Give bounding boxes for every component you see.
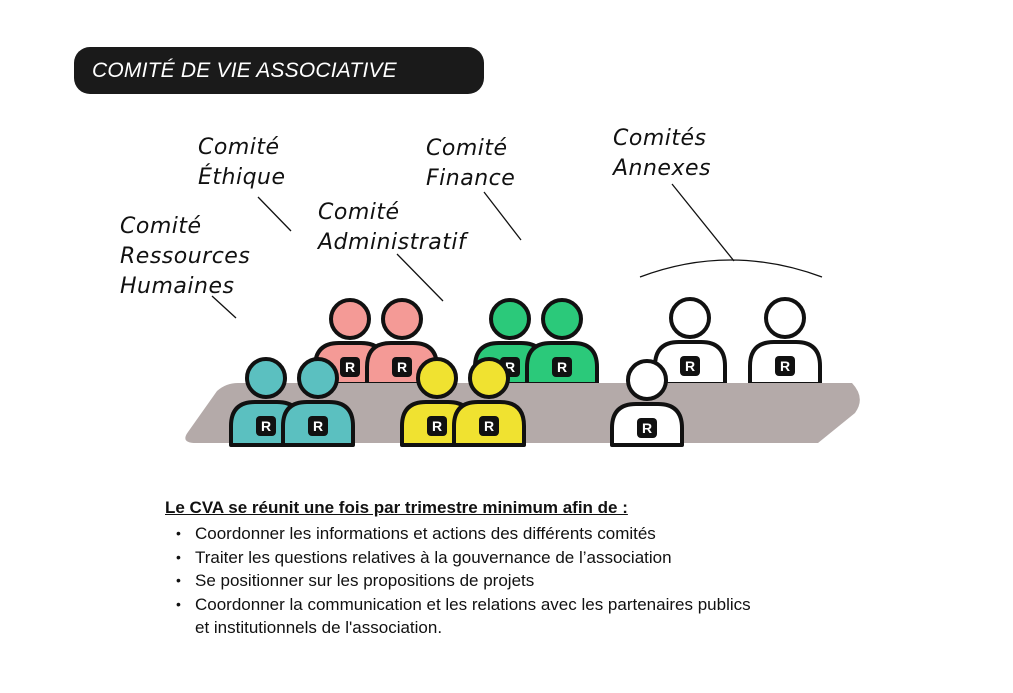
r-badge-letter: R [345,359,355,375]
annexes-bracket-arc [639,259,823,278]
person-head [764,297,806,339]
r-badge-icon [340,357,360,377]
label-line: Annexes [613,156,711,181]
r-badge-letter: R [261,418,271,434]
person-annexes: R [653,297,727,386]
person-head [468,357,510,399]
info-item-text: Se positionner sur les propositions de p… [195,571,535,590]
r-badge-letter: R [484,418,494,434]
r-badge-letter: R [505,359,515,375]
info-heading: Le CVA se réunit une fois par trimestre … [165,498,628,517]
label-line: Humaines [120,274,235,299]
person-ressources-humaines: R [281,357,355,447]
r-badge-letter: R [313,418,323,434]
label-line: Éthique [198,165,286,190]
info-item-text: Coordonner la communication et les relat… [195,594,751,614]
label-ethique: Comité Éthique [198,133,286,193]
info-item-text: et institutionnels de l'association. [195,618,443,637]
r-badge-icon [637,418,657,438]
r-badge-letter: R [642,420,652,436]
label-ressources-humaines: Comité Ressources Humaines [120,212,250,302]
person-head [329,298,371,340]
r-badge-icon [775,356,795,376]
label-annexes: Comités Annexes [613,124,711,184]
r-badge-icon [256,416,276,436]
person-head [416,357,458,399]
person-head [489,298,531,340]
r-badge-letter: R [780,358,790,374]
r-badge-icon [552,357,572,377]
info-block: Le CVA se réunit une fois par trimestre … [165,498,925,640]
label-line: Finance [426,166,516,191]
person-finance: R [525,298,599,386]
label-line: Ressources [120,244,251,269]
label-line: Administratif [318,230,467,255]
r-badge-icon [427,416,447,436]
info-item: Traiter les questions relatives à la gou… [165,546,925,570]
info-list: Coordonner les informations et actions d… [165,522,925,640]
person-head [297,357,339,399]
r-badge-icon [392,357,412,377]
leader-line-annexes [671,183,735,262]
person-head [381,298,423,340]
person-annexes: R [610,359,684,447]
label-line: Comité [318,200,400,225]
leader-line-ethique [257,196,292,232]
r-badge-letter: R [685,358,695,374]
title-banner: COMITÉ DE VIE ASSOCIATIVE [74,47,484,94]
r-badge-icon [308,416,328,436]
info-item: Se positionner sur les propositions de p… [165,569,925,593]
label-line: Comités [613,126,707,151]
label-finance: Comité Finance [426,134,515,194]
r-badge-letter: R [397,359,407,375]
r-badge-icon [680,356,700,376]
r-badge-letter: R [557,359,567,375]
page-title: COMITÉ DE VIE ASSOCIATIVE [92,59,397,82]
label-line: Comité [198,135,280,160]
person-head [626,359,668,401]
person-head [245,357,287,399]
info-item-text: Traiter les questions relatives à la gou… [195,547,672,567]
leader-line-finance [483,191,522,241]
r-badge-icon [479,416,499,436]
label-line: Comité [120,214,202,239]
person-administratif: R [452,357,526,447]
info-item: Coordonner la communication et les relat… [165,593,925,640]
label-administratif: Comité Administratif [318,198,466,258]
label-line: Comité [426,136,508,161]
person-head [541,298,583,340]
info-item: Coordonner les informations et actions d… [165,522,925,546]
r-badge-letter: R [432,418,442,434]
person-head [669,297,711,339]
info-item-text: Coordonner les informations et actions d… [195,524,656,543]
leader-line-ressources-humaines [211,295,237,319]
leader-line-administratif [396,253,444,302]
person-annexes: R [748,297,822,386]
